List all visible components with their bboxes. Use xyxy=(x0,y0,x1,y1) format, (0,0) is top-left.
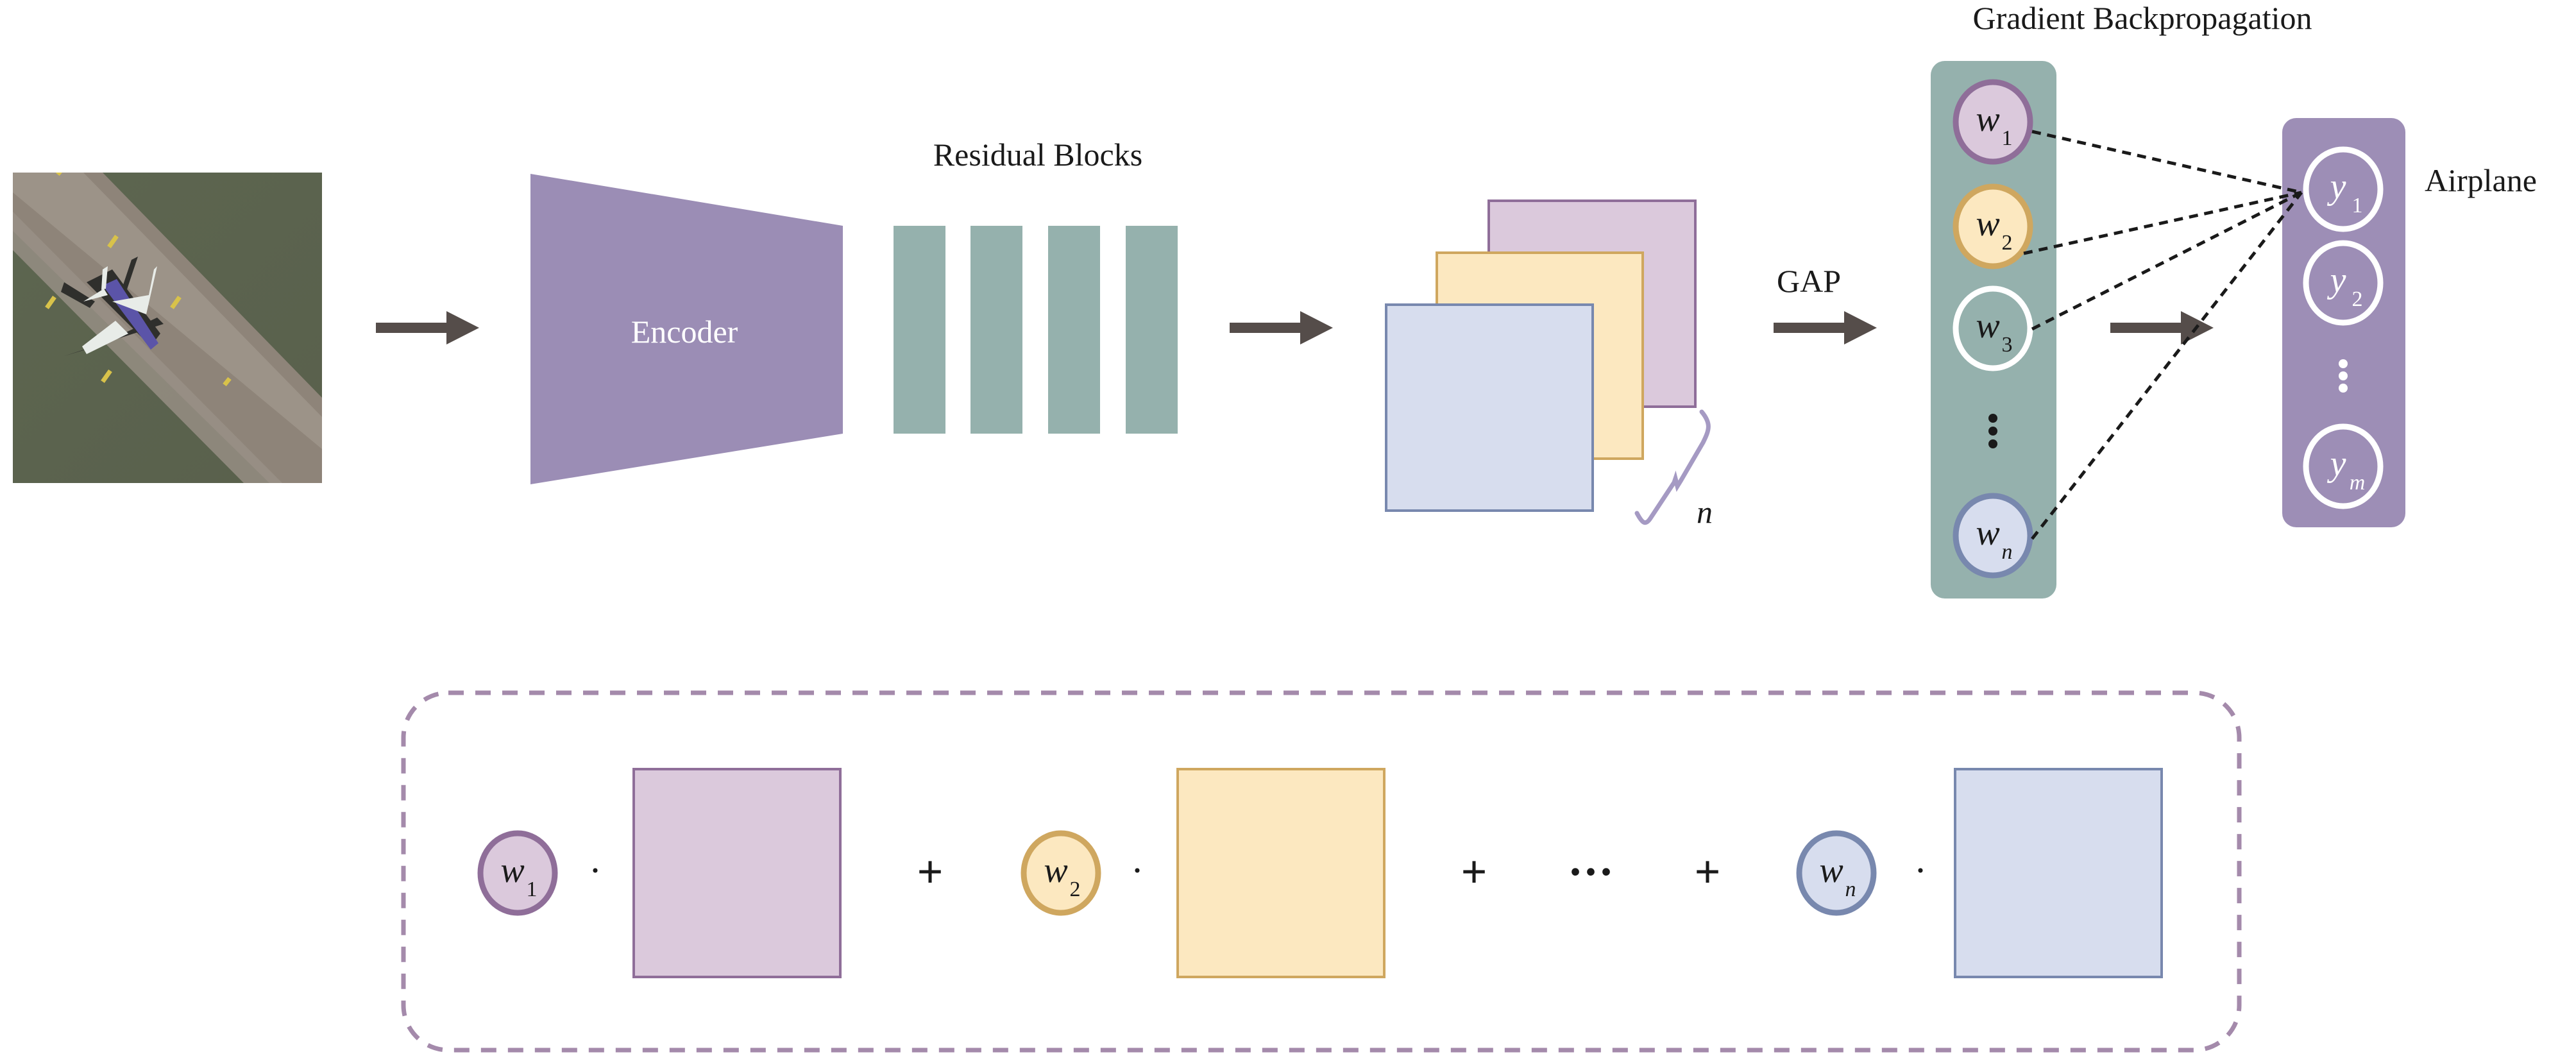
plus-operator: + xyxy=(917,846,943,897)
output-node-1-symbol: y xyxy=(2327,167,2346,207)
output-node-m-subscript: m xyxy=(2350,471,2366,495)
weight-node-2-symbol: w xyxy=(1976,204,1999,244)
output-node-1-subscript: 1 xyxy=(2352,194,2363,217)
sum-weight-n-subscript: n xyxy=(1845,878,1856,901)
gradient-backprop-label: Gradient Backpropagation xyxy=(1973,0,2312,36)
multiply-operator: · xyxy=(1131,849,1144,892)
plus-operator: + xyxy=(1461,846,1487,897)
input-airplane-image xyxy=(13,173,322,483)
sum-weight-1-circle xyxy=(477,830,558,916)
ellipsis-operator: ··· xyxy=(1568,846,1614,897)
multiply-operator: · xyxy=(1914,849,1927,892)
output-node-m-symbol: y xyxy=(2327,444,2346,484)
weight-node-1-circle xyxy=(1953,79,2033,165)
sum-weight-2-subscript: 2 xyxy=(1070,878,1081,901)
gradient-connection-line xyxy=(2031,191,2303,540)
weight-node-1-subscript: 1 xyxy=(2002,126,2013,150)
feature-map-blue xyxy=(1385,303,1594,512)
arrow-input-to-encoder xyxy=(376,311,479,344)
gradient-connection-line xyxy=(2031,130,2302,194)
weight-node-n-subscript: n xyxy=(2002,540,2013,564)
sum-feature-map-yellow xyxy=(1176,768,1385,978)
weight-node-3-subscript: 3 xyxy=(2002,333,2013,357)
weight-node-3-circle xyxy=(1953,285,2033,371)
feature-maps-stack: n xyxy=(1385,199,1713,530)
weights-ellipsis-icon xyxy=(1988,414,1997,448)
output-node-2-subscript: 2 xyxy=(2352,287,2363,311)
sum-weight-n-circle xyxy=(1796,830,1877,916)
brace-icon xyxy=(1634,409,1711,525)
gradient-connection-line xyxy=(2023,191,2302,255)
runway-markers xyxy=(45,173,232,387)
output-node-2-symbol: y xyxy=(2327,260,2346,300)
multiply-operator: · xyxy=(589,849,602,892)
weight-node-2-subscript: 2 xyxy=(2002,231,2013,255)
output-node-m-circle xyxy=(2303,423,2384,509)
weighted-sum-box xyxy=(401,690,2242,1053)
sum-weight-1-subscript: 1 xyxy=(527,878,538,901)
residual-block xyxy=(970,226,1022,434)
sum-feature-map-blue xyxy=(1954,768,2163,978)
residual-block xyxy=(1048,226,1100,434)
gradient-connections xyxy=(2023,130,2303,540)
sum-feature-map-purple xyxy=(632,768,842,978)
feature-count-label: n xyxy=(1697,494,1713,530)
sum-weight-1-symbol: w xyxy=(500,851,524,890)
residual-block xyxy=(894,226,945,434)
residual-blocks-label: Residual Blocks xyxy=(933,137,1142,173)
output-node-1-circle xyxy=(2303,146,2384,232)
weight-node-n-circle xyxy=(1953,493,2033,579)
residual-block xyxy=(1126,226,1178,434)
airplane xyxy=(82,266,158,354)
encoder-block: Encoder xyxy=(530,174,843,484)
weight-node-1-symbol: w xyxy=(1976,99,1999,139)
residual-blocks xyxy=(894,226,1178,434)
sum-weight-2-symbol: w xyxy=(1044,851,1067,890)
arrow-gap xyxy=(1774,311,1877,344)
weight-node-2-circle xyxy=(1953,183,2033,269)
gradient-connection-line xyxy=(2031,191,2303,331)
weight-node-n-symbol: w xyxy=(1976,513,1999,553)
weight-node-3-symbol: w xyxy=(1976,306,1999,346)
gap-label: GAP xyxy=(1777,263,1841,299)
sum-weight-n-symbol: w xyxy=(1819,851,1843,890)
sum-weight-2-circle xyxy=(1021,830,1101,916)
weight-column xyxy=(1931,61,2056,598)
encoder-label: Encoder xyxy=(631,314,738,350)
class-label: Airplane xyxy=(2425,162,2537,198)
output-node-2-circle xyxy=(2303,240,2384,326)
arrow-residual-to-maps xyxy=(1230,311,1333,344)
plus-operator: + xyxy=(1694,846,1720,897)
outputs-ellipsis-icon xyxy=(2339,359,2348,393)
